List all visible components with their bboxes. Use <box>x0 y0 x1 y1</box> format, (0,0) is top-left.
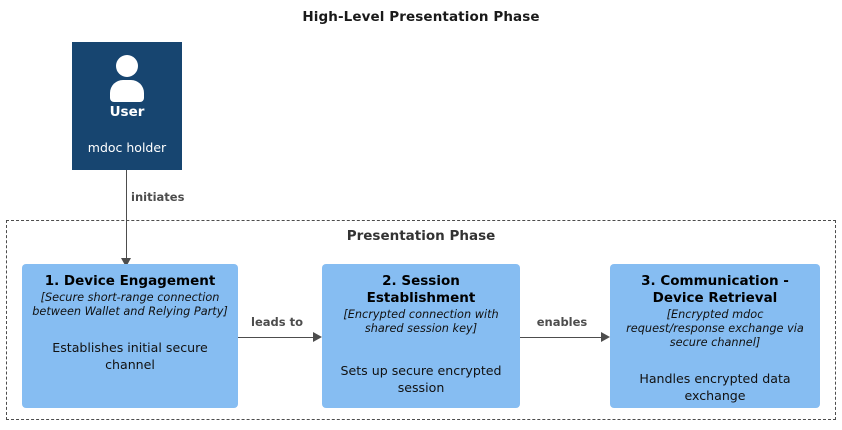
actor-name-label: User <box>109 104 145 120</box>
presentation-phase-container <box>6 220 836 420</box>
connector-enables-label: enables <box>536 315 588 329</box>
step-box-device-engagement[interactable]: 1. Device Engagement [Secure short-range… <box>22 264 238 408</box>
user-person-icon <box>104 53 150 103</box>
user-icon-body <box>110 80 144 102</box>
step-summary: Sets up secure encrypted session <box>340 363 502 395</box>
step-summary: Handles encrypted data exchange <box>639 371 791 403</box>
step-heading: 3. Communication - Device Retrieval <box>641 273 789 306</box>
connector-enables-arrowhead <box>601 332 610 342</box>
step-summary: Establishes initial secure channel <box>52 340 208 372</box>
actor-role-label: mdoc holder <box>87 140 167 155</box>
connector-enables-line <box>520 337 604 338</box>
presentation-phase-title: Presentation Phase <box>346 228 496 244</box>
step-detail: [Secure short-range connection between W… <box>32 291 228 318</box>
connector-initiates-arrowhead <box>121 258 131 267</box>
connector-leads-to-label: leads to <box>251 315 303 329</box>
actor-user-node[interactable]: User mdoc holder <box>72 42 182 170</box>
page-title: High-Level Presentation Phase <box>302 9 540 25</box>
step-box-communication-device-retrieval[interactable]: 3. Communication - Device Retrieval [Enc… <box>610 264 820 408</box>
connector-leads-to-line <box>238 337 316 338</box>
step-box-session-establishment[interactable]: 2. Session Establishment [Encrypted conn… <box>322 264 520 408</box>
step-heading: 1. Device Engagement <box>44 273 216 289</box>
step-heading: 2. Session Establishment <box>366 273 476 306</box>
step-detail: [Encrypted mdoc request/response exchang… <box>626 308 804 349</box>
connector-leads-to-arrowhead <box>313 332 322 342</box>
connector-initiates-label: initiates <box>131 190 185 204</box>
step-detail: [Encrypted connection with shared sessio… <box>343 308 499 335</box>
user-icon-head <box>116 55 138 77</box>
connector-initiates-line <box>126 170 127 266</box>
